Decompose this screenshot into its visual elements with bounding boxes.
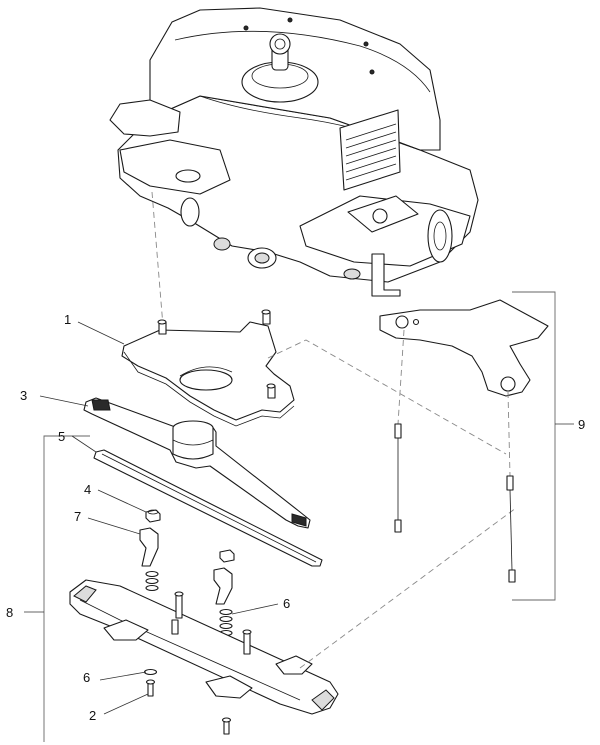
callout-8: 8 — [6, 605, 13, 620]
callout-5: 5 — [58, 429, 65, 444]
callout-3: 3 — [20, 388, 27, 403]
callout-2: 2 — [89, 708, 96, 723]
callout-labels: 1 2 3 4 5 6 6 7 8 9 — [6, 312, 585, 723]
callout-1: 1 — [64, 312, 71, 327]
group-bracket-9 — [512, 291, 556, 601]
squeegee-body — [69, 579, 339, 735]
tow-plate — [379, 299, 549, 397]
hardware-stack-right — [213, 549, 235, 637]
callout-6-right: 6 — [283, 596, 290, 611]
callout-6-left: 6 — [83, 670, 90, 685]
leader-lines — [39, 321, 279, 715]
cable-left — [394, 329, 405, 533]
cable-right — [506, 391, 516, 583]
callout-9: 9 — [578, 417, 585, 432]
machine-body — [109, 7, 479, 297]
strap — [93, 449, 323, 567]
hardware-stack-left — [139, 509, 161, 592]
callout-4: 4 — [84, 482, 91, 497]
mounting-plate — [121, 309, 295, 427]
group-bracket-8 — [43, 435, 90, 742]
callout-7: 7 — [74, 509, 81, 524]
squeegee-arm — [83, 397, 311, 529]
